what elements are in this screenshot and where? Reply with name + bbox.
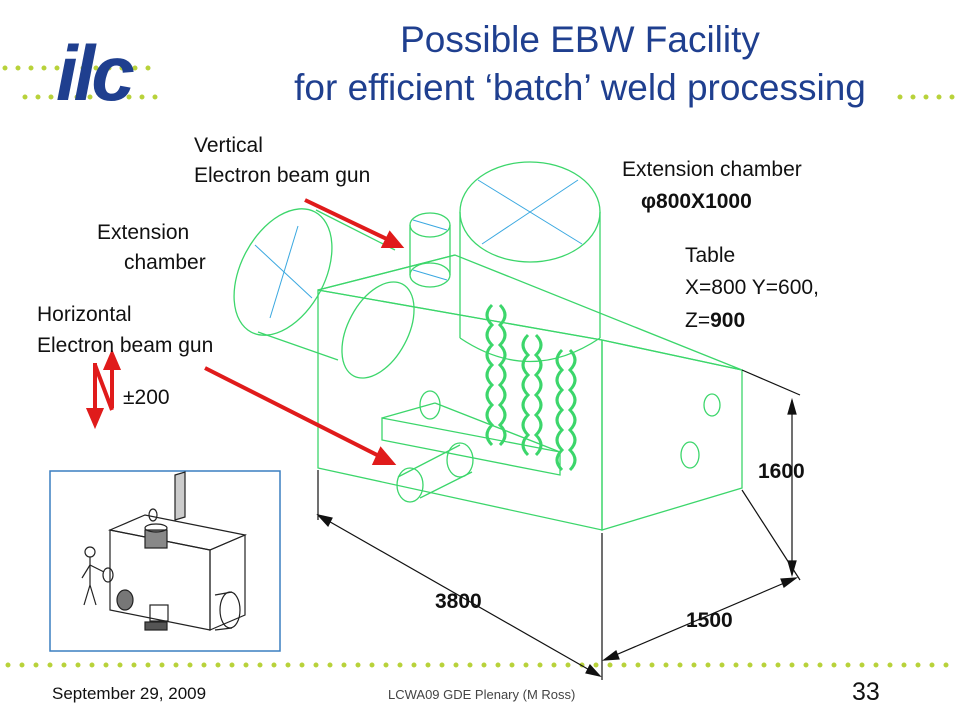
slide-title-line2: for efficient ‘batch’ weld processing: [294, 67, 866, 108]
table-label-line3: Z=900: [685, 308, 745, 334]
vertical-gun-label-line2: Electron beam gun: [194, 164, 371, 187]
extension-chamber-axes: [477, 179, 583, 245]
left-extension-label-line2: chamber: [124, 251, 206, 274]
vertical-gun-axes: [412, 219, 448, 281]
vertical-gun-label-line1: Vertical: [194, 134, 263, 157]
cavity-strings: [485, 303, 577, 472]
footer-center-text: LCWA09 GDE Plenary (M Ross): [388, 687, 576, 702]
horizontal-gun-label-line2: Electron beam gun: [37, 334, 214, 357]
horizontal-gun-arrow: [204, 366, 384, 460]
right-extension-label-line2: φ800X1000: [641, 190, 752, 213]
vacuum-chamber-box: [317, 254, 743, 531]
left-extension-label-line1: Extension: [97, 221, 190, 244]
ilc-logo-icon: ilc: [56, 29, 138, 117]
dimension-depth: 1500: [686, 609, 733, 632]
dimension-height: 1600: [758, 460, 805, 483]
travel-label: ±200: [123, 386, 170, 409]
inset-sketch: [81, 471, 248, 631]
right-extension-label-line1: Extension chamber: [622, 158, 802, 181]
vertical-gun-arrow: [304, 198, 394, 244]
slide-title-line1: Possible EBW Facility: [400, 19, 760, 60]
red-arrows: [85, 198, 405, 465]
horizontal-gun-label-line1: Horizontal: [37, 303, 132, 326]
table-z-prefix: Z=: [685, 309, 711, 332]
vertical-gun-body: [409, 212, 451, 288]
footer-date: September 29, 2009: [52, 684, 207, 703]
dimension-length: 3800: [435, 590, 482, 613]
left-extension-chamber: [233, 208, 415, 379]
left-extension-axes: [254, 225, 313, 319]
page-number: 33: [852, 678, 880, 706]
ilc-logo-text: ilc: [56, 29, 134, 117]
horizontal-gun-ports: [396, 390, 721, 503]
table-label-line1: Table: [685, 244, 736, 267]
travel-diagonal: [93, 364, 114, 411]
table-label-line2: X=800 Y=600,: [685, 276, 819, 299]
table-z-value: 900: [710, 309, 746, 332]
extension-chamber-cylinder: [459, 161, 601, 363]
dimension-lines: [316, 369, 801, 680]
